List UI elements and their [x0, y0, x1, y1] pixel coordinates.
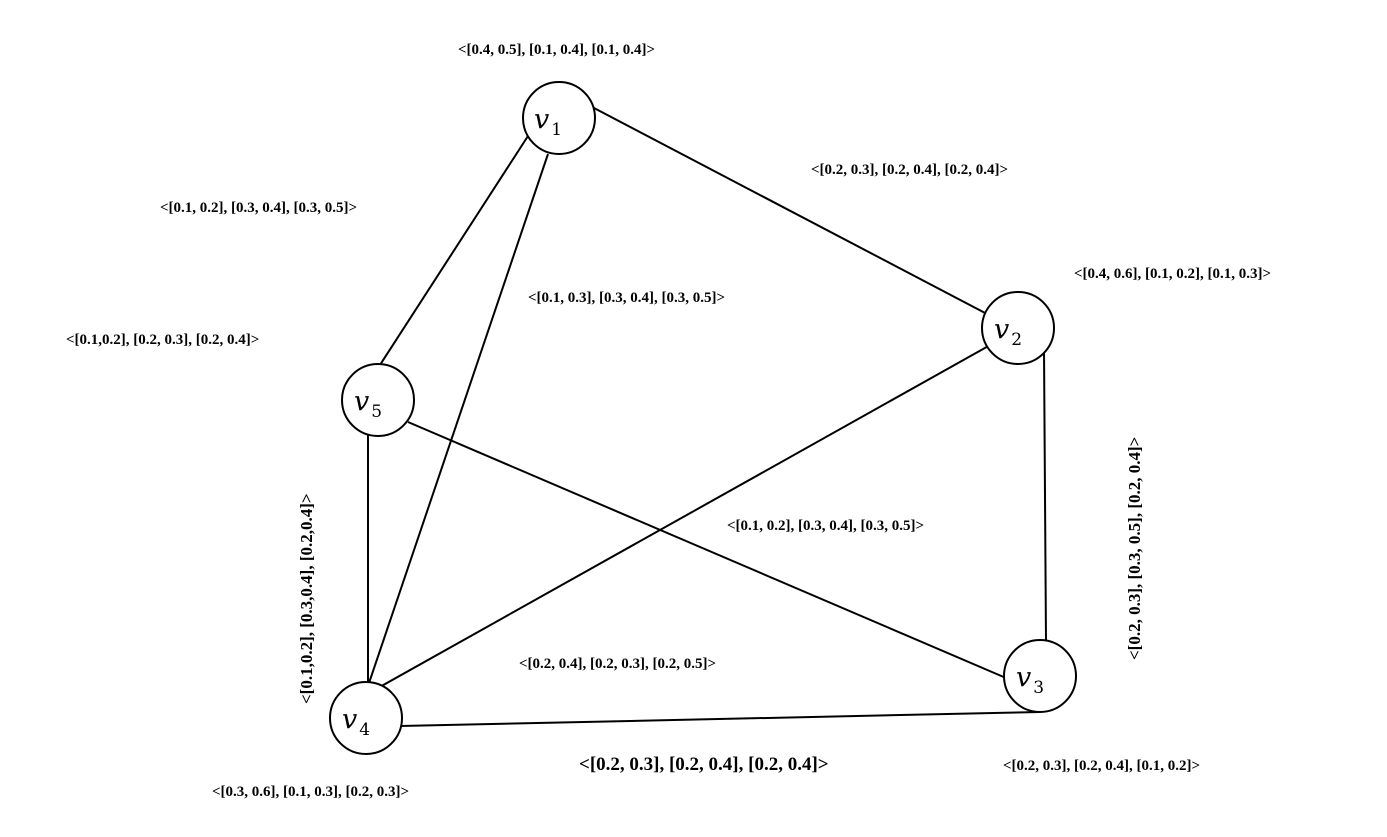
node-v1-subscript: 1	[551, 120, 562, 140]
node-v5-subscript: 5	[371, 402, 382, 422]
node-v1-name: v	[534, 104, 549, 135]
edge-v5-v4-label: <[0.1,0.2], [0.3,0.4], [0.2,0.4]>	[297, 493, 316, 704]
node-v4-value-label: <[0.3, 0.6], [0.1, 0.3], [0.2, 0.3]>	[212, 784, 409, 800]
node-v2-name: v	[994, 314, 1009, 345]
edge-v2-v3-label: <[0.2, 0.3], [0.3, 0.5], [0.2, 0.4]>	[1125, 437, 1144, 660]
node-v5-value-label: <[0.1,0.2], [0.2, 0.3], [0.2, 0.4]>	[66, 332, 259, 348]
node-v2-value-label: <[0.4, 0.6], [0.1, 0.2], [0.1, 0.3]>	[1074, 266, 1271, 282]
node-v4-name: v	[342, 704, 357, 735]
edge-v1-v4-label: <[0.1, 0.3], [0.3, 0.4], [0.3, 0.5]>	[528, 290, 725, 306]
edge-v4-v3	[399, 711, 1041, 727]
edge-v2-v4	[377, 343, 993, 689]
edge-v1-v5	[377, 135, 529, 369]
svg-text:v5: v5	[354, 386, 382, 422]
edge-v2-v3	[1043, 349, 1047, 643]
node-v2-subscript: 2	[1011, 330, 1022, 350]
edge-v2-v4-label: <[0.2, 0.4], [0.2, 0.3], [0.2, 0.5]>	[519, 656, 716, 672]
svg-text:v1: v1	[534, 104, 562, 140]
svg-text:v4: v4	[342, 704, 370, 740]
node-v3-value-label: <[0.2, 0.3], [0.2, 0.4], [0.1, 0.2]>	[1003, 758, 1200, 774]
edge-v5-v3	[407, 421, 1007, 679]
edge-v1-v4	[367, 153, 549, 687]
edge-v4-v3-label: <[0.2, 0.3], [0.2, 0.4], [0.2, 0.4]>	[579, 754, 829, 775]
edge-v1-v5-label: <[0.1, 0.2], [0.3, 0.4], [0.3, 0.5]>	[160, 200, 357, 216]
edge-v1-v2-label: <[0.2, 0.3], [0.2, 0.4], [0.2, 0.4]>	[811, 162, 1008, 178]
node-v5-name: v	[354, 386, 369, 417]
node-v3-subscript: 3	[1033, 678, 1044, 698]
svg-text:v2: v2	[994, 314, 1022, 350]
edge-v5-v3-label: <[0.1, 0.2], [0.3, 0.4], [0.3, 0.5]>	[727, 518, 924, 534]
node-v4-subscript: 4	[359, 720, 370, 740]
svg-text:v3: v3	[1016, 662, 1044, 698]
node-v3-name: v	[1016, 662, 1031, 693]
node-v1-value-label: <[0.4, 0.5], [0.1, 0.4], [0.1, 0.4]>	[458, 42, 655, 58]
edge-v1-v2	[593, 107, 988, 315]
